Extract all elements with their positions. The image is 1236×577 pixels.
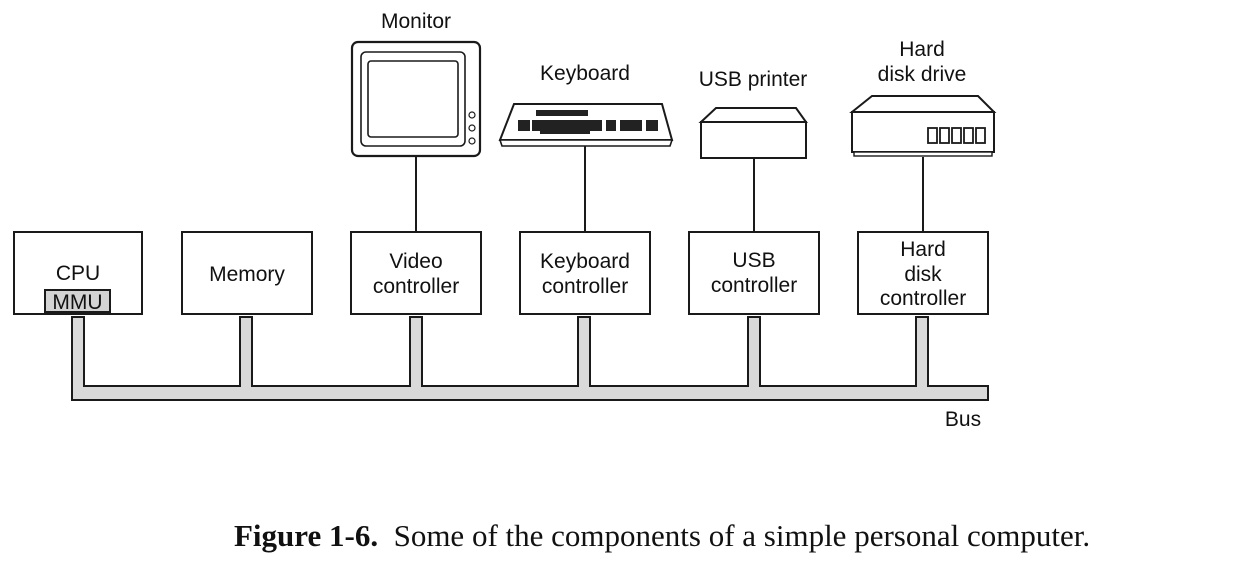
- keyboard-icon: [498, 103, 674, 147]
- bus: [71, 316, 989, 401]
- monitor-icon: [350, 40, 482, 158]
- monitor-label: Monitor: [381, 10, 451, 33]
- figure-caption-text: Some of the components of a simple perso…: [393, 518, 1091, 553]
- keyboard-controller-box: Keyboard controller: [519, 231, 651, 315]
- keyboard-label: Keyboard: [540, 62, 630, 85]
- hard-disk-controller-box: Hard disk controller: [857, 231, 989, 315]
- usb-controller-label-line2: controller: [711, 274, 797, 297]
- hard-disk-controller-label-line3: controller: [880, 287, 966, 310]
- cpu-box: CPU MMU: [13, 231, 143, 315]
- printer-icon: [698, 107, 808, 159]
- mmu-label: MMU: [52, 291, 102, 314]
- video-controller-label-line1: Video: [389, 250, 442, 273]
- usb-controller-label-line1: USB: [732, 249, 775, 272]
- usb-printer-label: USB printer: [699, 68, 808, 91]
- video-controller-box: Video controller: [350, 231, 482, 315]
- usb-controller-box: USB controller: [688, 231, 820, 315]
- bus-label: Bus: [945, 408, 981, 431]
- hard-disk-icon: [849, 95, 997, 157]
- hard-disk-drive-label-line1: Hard: [899, 38, 945, 61]
- bus-shape: [71, 316, 989, 401]
- hard-disk-controller-label-line1: Hard: [900, 238, 946, 261]
- figure-caption: Figure 1-6. Some of the components of a …: [234, 518, 1090, 554]
- video-controller-label-line2: controller: [373, 275, 459, 298]
- memory-label: Memory: [209, 263, 285, 286]
- hard-disk-drive-label-line2: disk drive: [878, 63, 967, 86]
- hard-disk-controller-label-line2: disk: [904, 263, 942, 286]
- figure-number: Figure 1-6.: [234, 518, 379, 553]
- memory-box: Memory: [181, 231, 313, 315]
- mmu-box: [44, 289, 111, 313]
- keyboard-controller-label-line1: Keyboard: [540, 250, 630, 273]
- keyboard-controller-label-line2: controller: [542, 275, 628, 298]
- cpu-label: CPU: [56, 262, 100, 285]
